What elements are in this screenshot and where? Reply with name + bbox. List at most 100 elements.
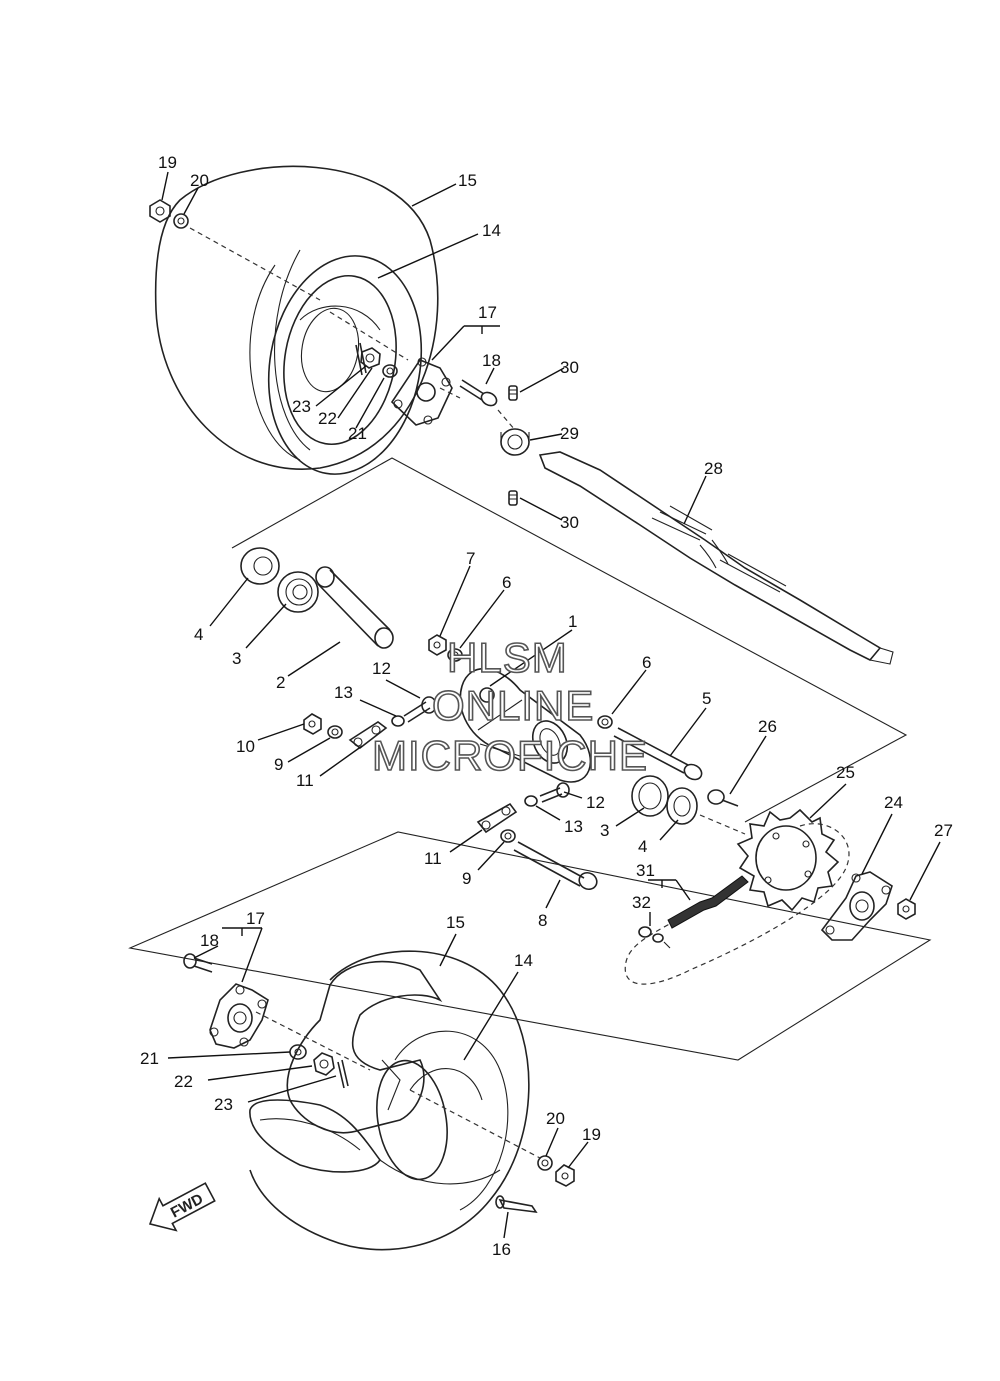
- callout-32: 32: [632, 893, 651, 912]
- callout-18-lower: 18: [200, 931, 219, 950]
- callout-18-upper: 18: [482, 351, 501, 370]
- watermark: HLSM ONLINE MICROFICHE: [371, 633, 648, 780]
- upper-hub-bolt: [459, 379, 498, 407]
- forward-label: FWD: [168, 1190, 206, 1221]
- callout-29: 29: [560, 424, 579, 443]
- drive-chain-joint: [667, 875, 749, 929]
- callout-17-lower: 17: [246, 909, 265, 928]
- long-bolt: [513, 841, 598, 891]
- sprocket-hub: [820, 871, 893, 941]
- adjuster-nut-small-left: [391, 715, 405, 727]
- tire-valve: [495, 1195, 538, 1214]
- callout-9-right: 9: [462, 869, 471, 888]
- chain-clip: [638, 926, 671, 949]
- callout-3-left: 3: [232, 649, 241, 668]
- callout-12-left: 12: [372, 659, 391, 678]
- adjuster-washer-right: [500, 829, 516, 843]
- callout-7: 7: [466, 549, 475, 568]
- callout-4-left: 4: [194, 625, 203, 644]
- right-axis-line: [699, 814, 746, 835]
- lower-axis-line: [255, 1011, 541, 1159]
- callout-6-right: 6: [642, 653, 651, 672]
- callout-15-upper: 15: [458, 171, 477, 190]
- set-screw-upper: [508, 385, 518, 401]
- watermark-line-3: MICROFICHE: [372, 732, 648, 779]
- callout-23-upper: 23: [292, 397, 311, 416]
- lower-hub-bolt: [183, 953, 213, 973]
- callout-28: 28: [704, 459, 723, 478]
- callout-11-right: 11: [424, 849, 442, 868]
- rear-axle: [538, 451, 894, 665]
- callout-23-lower: 23: [214, 1095, 233, 1114]
- callout-13-left: 13: [334, 683, 353, 702]
- drive-chain-outline: [624, 823, 850, 985]
- callout-11-left: 11: [296, 771, 314, 790]
- hub-nut: [897, 898, 916, 920]
- callout-1: 1: [568, 612, 577, 631]
- callout-14-lower: 14: [514, 951, 533, 970]
- callout-19-upper: 19: [158, 153, 177, 172]
- callout-25: 25: [836, 763, 855, 782]
- adjuster-washer-left: [327, 725, 343, 739]
- callout-21-upper: 21: [348, 424, 367, 443]
- bearing-left: [277, 571, 319, 613]
- lower-wheel-hub: [209, 983, 269, 1049]
- callout-13-right: 13: [564, 817, 583, 836]
- adjuster-bolt-right: [539, 782, 570, 803]
- watermark-line-2: ONLINE: [432, 682, 594, 729]
- axle-spacer: [315, 566, 394, 649]
- oil-seal-right: [666, 787, 698, 825]
- callout-12-right: 12: [586, 793, 605, 812]
- adjuster-plate-left: [348, 721, 388, 750]
- forward-direction-arrow: FWD: [148, 1182, 216, 1232]
- upper-washer: [382, 364, 398, 378]
- callout-31: 31: [636, 861, 655, 880]
- callout-10: 10: [236, 737, 255, 756]
- axle-housing: [459, 668, 592, 783]
- callout-6-left: 6: [502, 573, 511, 592]
- callout-14-upper: 14: [482, 221, 501, 240]
- lower-wheel-rim-cutaway: [249, 960, 501, 1185]
- lower-tire: [249, 950, 530, 1251]
- lower-cotter-pin: [337, 1059, 349, 1089]
- lower-washer: [289, 1044, 307, 1060]
- lower-assembly-frame: [128, 831, 932, 1061]
- lower-castle-nut: [313, 1052, 335, 1076]
- callout-27: 27: [934, 821, 953, 840]
- callout-9-left: 9: [274, 755, 283, 774]
- callout-22-upper: 22: [318, 409, 337, 428]
- callout-30-upper: 30: [560, 358, 579, 377]
- bearing-right: [631, 775, 669, 817]
- adjuster-nut-small-right: [524, 795, 538, 807]
- callout-5: 5: [702, 689, 711, 708]
- callout-15-lower: 15: [446, 913, 465, 932]
- callout-8: 8: [538, 911, 547, 930]
- callout-20-upper: 20: [190, 171, 209, 190]
- set-screw-lower: [508, 490, 518, 506]
- callout-labels: 19 20 15 14 17 18 30 29 30 28 23 22 21 4…: [140, 153, 953, 1259]
- sprocket-bolt: [707, 789, 739, 807]
- upper-wheel-hub: [390, 357, 453, 426]
- housing-bolt: [613, 727, 703, 781]
- callout-2: 2: [276, 673, 285, 692]
- callout-19-lower: 19: [582, 1125, 601, 1144]
- adjuster-bolt-left: [403, 696, 437, 723]
- upper-wheel-rim: [283, 274, 397, 446]
- oil-seal-left: [240, 547, 280, 585]
- callout-3-right: 3: [600, 821, 609, 840]
- callout-17-upper: 17: [478, 303, 497, 322]
- upper-axis-line: [189, 227, 516, 431]
- watermark-line-1: HLSM: [447, 634, 568, 681]
- callout-30-lower: 30: [560, 513, 579, 532]
- callout-16: 16: [492, 1240, 511, 1259]
- callout-20-lower: 20: [546, 1109, 565, 1128]
- rear-sprocket: [736, 808, 840, 912]
- upper-wheel-washer: [173, 213, 189, 229]
- upper-tire: [154, 165, 439, 475]
- callout-21-lower: 21: [140, 1049, 159, 1068]
- leader-lines: [161, 171, 941, 1239]
- callout-24: 24: [884, 793, 903, 812]
- upper-wheel-nut: [149, 199, 171, 223]
- lower-wheel-washer: [537, 1155, 553, 1171]
